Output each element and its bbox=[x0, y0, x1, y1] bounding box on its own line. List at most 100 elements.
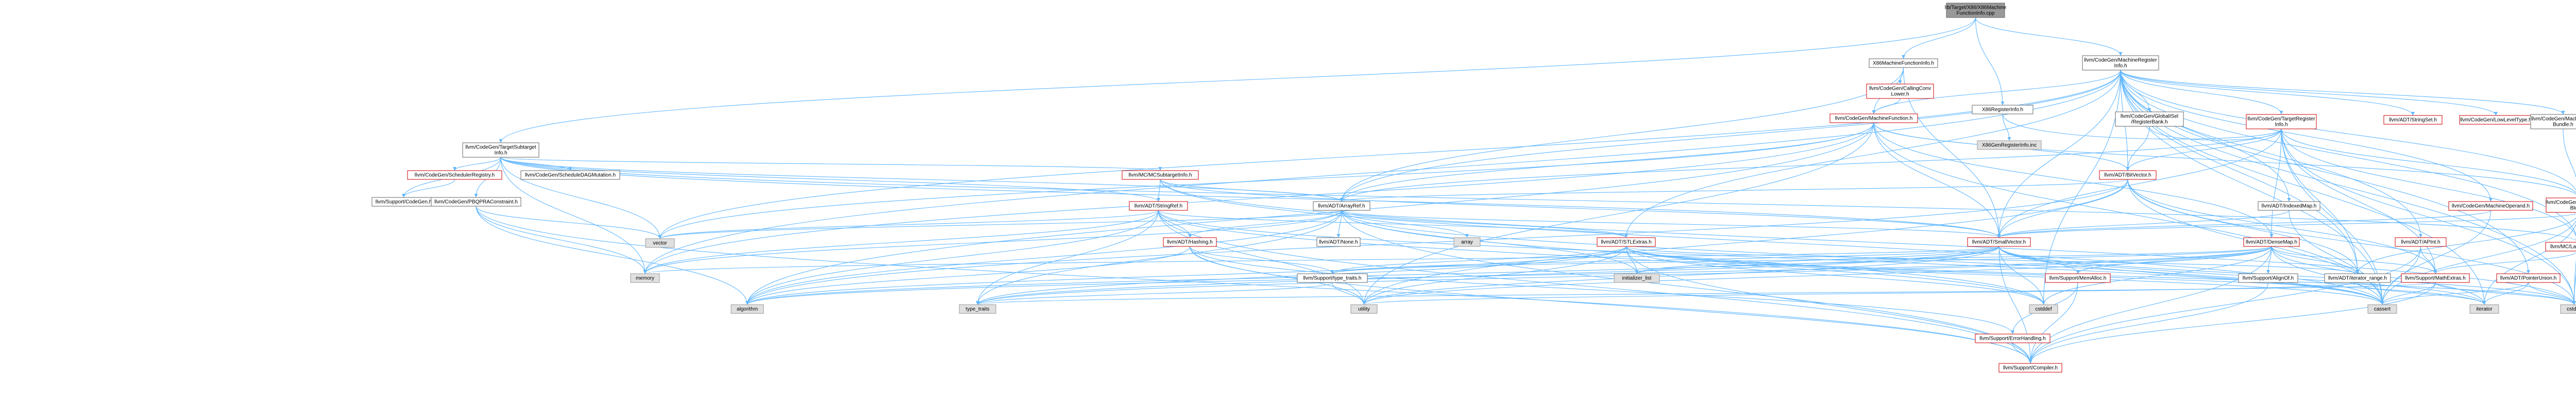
node-label: llvm/ADT/DenseMap.h bbox=[2246, 240, 2297, 245]
dependency-edge bbox=[745, 246, 1191, 305]
graph-node[interactable]: llvm/Support/Compiler.h bbox=[1998, 363, 2062, 373]
dependency-edge bbox=[1332, 282, 1366, 305]
graph-node[interactable]: lib/Target/X86/X86MachineFunctionInfo.cp… bbox=[1945, 3, 2007, 18]
node-box bbox=[1829, 113, 1918, 123]
node-box bbox=[1972, 105, 2033, 114]
graph-node[interactable]: llvm/Support/type_traits.h bbox=[1297, 273, 1368, 283]
dependency-edge bbox=[1975, 17, 2123, 56]
node-label: lib/Target/X86/X86Machine bbox=[1945, 5, 2007, 11]
graph-node[interactable]: llvm/Support/ErrorHandling.h bbox=[1975, 334, 2050, 343]
graph-node[interactable]: llvm/CodeGen/SchedulerRegistry.h bbox=[407, 170, 502, 180]
dependency-edge bbox=[2482, 224, 2576, 305]
node-box bbox=[520, 170, 620, 180]
node-box bbox=[645, 238, 675, 248]
dependency-edge bbox=[1340, 128, 2282, 202]
dependency-edge bbox=[1341, 210, 1469, 238]
graph-node[interactable]: llvm/CodeGen/GlobalISel/RegisterBank.h bbox=[2115, 111, 2184, 127]
graph-node[interactable]: llvm/CodeGen/LowLevelType.h bbox=[2459, 115, 2533, 125]
node-label: llvm/CodeGen/CallingConv bbox=[1869, 86, 1931, 92]
graph-node: iterator bbox=[2469, 304, 2499, 314]
node-box bbox=[630, 273, 660, 283]
node-box bbox=[1967, 237, 2031, 247]
graph-node[interactable]: llvm/CodeGen/MachineFunction.h bbox=[1829, 113, 1918, 123]
graph-node[interactable]: llvm/CodeGen/MachineOperand.h bbox=[2448, 201, 2533, 211]
dependency-edge bbox=[1189, 246, 2032, 364]
node-label: /RegisterBank.h bbox=[2131, 120, 2167, 125]
graph-node[interactable]: llvm/ADT/iterator_range.h bbox=[2324, 273, 2391, 283]
graph-node: utility bbox=[1350, 304, 1378, 314]
node-label: initializer_list bbox=[1622, 276, 1652, 281]
graph-node[interactable]: llvm/ADT/APInt.h bbox=[2395, 237, 2447, 247]
dependency-edge bbox=[1158, 210, 2384, 305]
node-label: X86MachineFunctionInfo.h bbox=[1873, 61, 1934, 66]
graph-node[interactable]: llvm/ADT/None.h bbox=[1316, 237, 1361, 247]
graph-node[interactable]: llvm/ADT/PointerUnion.h bbox=[2496, 273, 2561, 283]
node-label: llvm/CodeGen/TargetRegister bbox=[2247, 117, 2315, 122]
node-label: X86RegisterInfo.h bbox=[1982, 107, 2023, 113]
dependency-edge bbox=[2126, 126, 2150, 171]
graph-node[interactable]: llvm/ADT/SmallVector.h bbox=[1967, 237, 2031, 247]
node-label: llvm/ADT/STLExtras.h bbox=[1601, 240, 1651, 245]
dependency-edge bbox=[2028, 282, 2269, 364]
node-label: llvm/CodeGen/ScheduleDAGMutation.h bbox=[525, 173, 616, 178]
node-label: llvm/CodeGen/GlobalISel bbox=[2121, 114, 2178, 120]
dependency-edge bbox=[2433, 252, 2576, 274]
dependency-edge bbox=[1158, 210, 1628, 238]
graph-node[interactable]: llvm/CodeGen/ScheduleDAGMutation.h bbox=[520, 170, 620, 180]
graph-node[interactable]: llvm/Support/CodeGen.h bbox=[371, 197, 436, 207]
dependency-edge bbox=[2012, 342, 2032, 364]
dependency-edge bbox=[2127, 179, 2437, 274]
node-box bbox=[2115, 111, 2184, 127]
node-box bbox=[1163, 237, 1217, 247]
dependency-edge bbox=[2120, 70, 2422, 238]
dependency-edge bbox=[1873, 122, 2576, 195]
node-label: llvm/CodeGen/TargetSubtarget bbox=[465, 145, 536, 151]
graph-node[interactable]: X86RegisterInfo.h bbox=[1972, 105, 2033, 114]
graph-node[interactable]: llvm/Support/MathExtras.h bbox=[2401, 273, 2470, 283]
node-label: llvm/CodeGen/MachineBasic bbox=[2546, 200, 2576, 206]
graph-node[interactable]: llvm/Support/MemAlloc.h bbox=[2045, 273, 2111, 283]
graph-node[interactable]: llvm/ADT/StringRef.h bbox=[1129, 201, 1188, 211]
dependency-edge bbox=[643, 210, 1159, 274]
graph-node[interactable]: llvm/ADT/BitVector.h bbox=[2099, 170, 2157, 180]
graph-node[interactable]: llvm/CodeGen/PBQPRAConstraint.h bbox=[431, 197, 521, 207]
graph-node[interactable]: llvm/ADT/StringSet.h bbox=[2383, 115, 2443, 125]
node-label: llvm/Support/AlignOf.h bbox=[2243, 276, 2294, 281]
graph-node[interactable]: llvm/ADT/IndexedMap.h bbox=[2258, 201, 2320, 211]
graph-node[interactable]: llvm/Support/AlignOf.h bbox=[2238, 273, 2298, 283]
node-box bbox=[1946, 3, 2005, 18]
dependency-edge bbox=[2281, 128, 2576, 305]
dependency-edge bbox=[658, 122, 1874, 239]
node-label: llvm/CodeGen/SchedulerRegistry.h bbox=[415, 173, 495, 178]
graph-node[interactable]: llvm/ADT/ArrayRef.h bbox=[1313, 201, 1370, 211]
graph-node[interactable]: llvm/CodeGen/MachineInstrBundle.h bbox=[2530, 114, 2576, 129]
node-box bbox=[1975, 334, 2050, 343]
dependency-edge bbox=[500, 157, 1162, 171]
graph-node: type_traits bbox=[959, 304, 996, 314]
dependency-edge bbox=[2126, 128, 2282, 171]
dependency-edge bbox=[745, 246, 1999, 305]
dependency-edge bbox=[1340, 70, 2121, 202]
dependency-edge bbox=[2120, 70, 2384, 305]
dependency-edge bbox=[2028, 282, 2436, 364]
graph-node[interactable]: llvm/ADT/DenseMap.h bbox=[2243, 237, 2300, 247]
node-label: llvm/ADT/ArrayRef.h bbox=[1318, 204, 1365, 209]
node-label: FunctionInfo.cpp bbox=[1957, 11, 1995, 16]
graph-node[interactable]: llvm/ADT/Hashing.h bbox=[1163, 237, 1217, 247]
dependency-edge bbox=[643, 210, 1342, 274]
dependency-edge bbox=[1873, 122, 2384, 305]
node-label: llvm/ADT/SmallVector.h bbox=[1972, 240, 2026, 245]
dependency-edge bbox=[1158, 210, 2045, 305]
node-label: Lower.h bbox=[1891, 92, 1909, 97]
graph-node[interactable]: llvm/MC/LaneBitmask.h bbox=[2545, 242, 2576, 252]
dependency-edge bbox=[1189, 246, 1334, 274]
graph-node[interactable]: llvm/CodeGen/MachineBasicBlock.h bbox=[2546, 197, 2576, 213]
graph-node[interactable]: X86MachineFunctionInfo.h bbox=[1869, 58, 1938, 68]
node-box bbox=[2238, 273, 2298, 283]
graph-node[interactable]: llvm/MC/MCSubtargetInfo.h bbox=[1122, 170, 1199, 180]
graph-node[interactable]: llvm/ADT/STLExtras.h bbox=[1597, 237, 1656, 247]
